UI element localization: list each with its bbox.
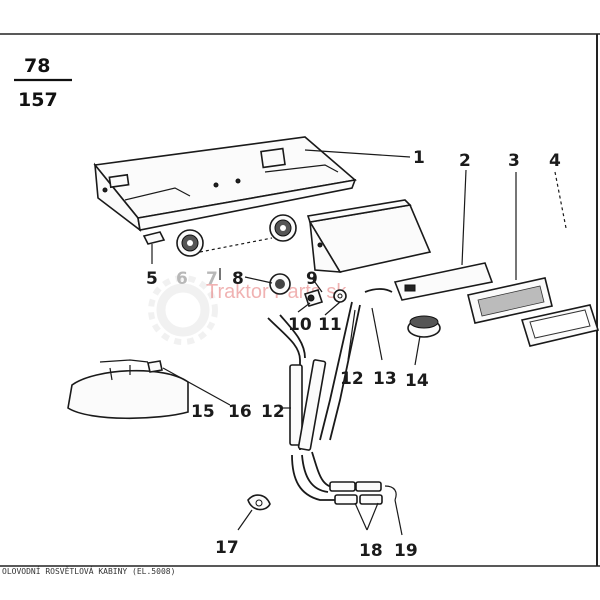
part-3-lamp-diffuser xyxy=(467,277,553,324)
watermark-logo xyxy=(148,275,218,345)
callout-8: 8 xyxy=(232,269,244,289)
callout-17: 17 xyxy=(215,538,239,558)
callout-15: 15 xyxy=(191,402,215,422)
part-14-round-lamp xyxy=(407,315,441,338)
part-17-clip xyxy=(247,494,271,511)
callout-1: 1 xyxy=(413,148,425,168)
part-lamp-housing xyxy=(306,199,432,273)
part-11-washer xyxy=(333,289,347,303)
callout-10: 10 xyxy=(288,315,312,335)
callout-11: 11 xyxy=(318,315,342,335)
page-number-top: 78 xyxy=(24,55,50,77)
part-5-mounting-plate xyxy=(142,231,166,245)
part-18-hose-lower xyxy=(291,451,397,505)
part-1-dashboard-panel xyxy=(93,136,357,232)
page-number-bottom: 157 xyxy=(18,89,58,111)
callout-12-right: 12 xyxy=(340,369,364,389)
callout-13: 13 xyxy=(373,369,397,389)
callout-4: 4 xyxy=(549,151,561,171)
part-4-lamp-frame xyxy=(520,304,600,347)
part-15-rear-mirror xyxy=(67,359,189,420)
callout-9: 9 xyxy=(306,269,318,289)
leader-lines xyxy=(151,149,567,536)
callout-5: 5 xyxy=(146,269,158,289)
callout-16: 16 xyxy=(228,402,252,422)
callout-2: 2 xyxy=(459,151,471,171)
part-16-mirror-bracket xyxy=(147,360,163,373)
part-6-gauge-right xyxy=(269,214,297,242)
callout-14: 14 xyxy=(405,371,429,391)
callout-12-left: 12 xyxy=(261,402,285,422)
callout-labels: 1 2 3 4 5 6 7 8 9 10 11 12 13 14 15 16 1… xyxy=(146,148,561,561)
bottom-caption: OLOVODNÍ ROSVĚTLOVÁ KABINY (EL.5008) xyxy=(2,565,175,576)
part-2-lamp-body xyxy=(393,262,494,301)
callout-3: 3 xyxy=(508,151,520,171)
page-number: 78 157 xyxy=(14,55,72,111)
callout-18: 18 xyxy=(359,541,383,561)
part-12-hose-assembly xyxy=(267,288,393,451)
part-8-switch xyxy=(269,273,291,295)
callout-7: 7 xyxy=(206,269,218,289)
callout-19: 19 xyxy=(394,541,418,561)
part-6-gauge-left xyxy=(176,229,204,257)
part-10-connector xyxy=(303,289,324,307)
callout-6: 6 xyxy=(176,269,188,289)
